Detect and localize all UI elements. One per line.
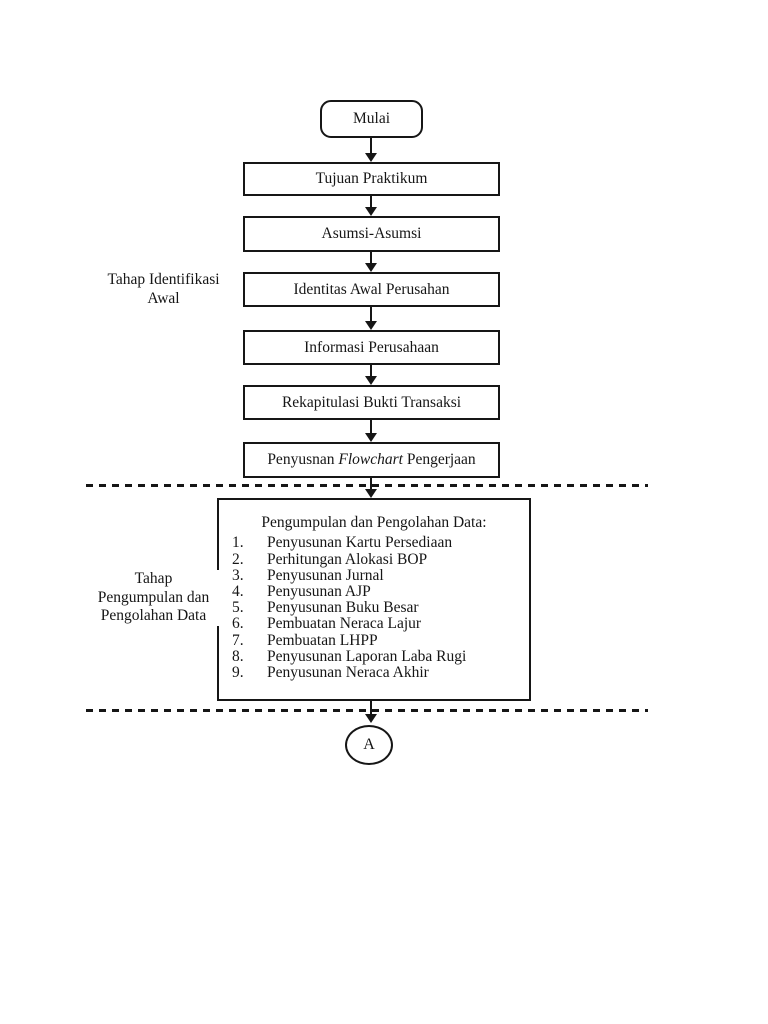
list-item-text: Perhitungan Alokasi BOP (267, 550, 428, 568)
list-item: 8. Penyusunan Laporan Laba Rugi (232, 647, 529, 665)
list-item-number: 4. (232, 582, 244, 600)
list-item-text: Penyusunan Buku Besar (267, 599, 419, 617)
list-item-text: Pembuatan LHPP (267, 631, 378, 649)
arrow-down-icon (365, 376, 377, 385)
list-item-text: Penyusunan Laporan Laba Rugi (267, 647, 467, 665)
arrow-down-icon (365, 207, 377, 216)
group-title: Pengumpulan dan Pengolahan Data: (261, 514, 487, 531)
list-item-text: Penyusunan Kartu Persediaan (267, 534, 453, 552)
list-item-text: Penyusunan AJP (267, 582, 371, 600)
stage-label-line: Pengolahan Data (100, 607, 207, 624)
flow-step-identitas: Identitas Awal Perusahan (243, 272, 500, 307)
list-item-text: Pembuatan Neraca Lajur (267, 615, 422, 633)
flow-step-informasi: Informasi Perusahaan (243, 330, 500, 365)
list-item-number: 5. (232, 599, 244, 617)
flow-connector-line (370, 307, 372, 322)
step-label-suffix: Pengerjaan (402, 451, 476, 468)
list-item-number: 8. (232, 647, 244, 665)
stage-label-identifikasi-awal: Tahap Identifikasi Awal (86, 271, 241, 308)
stage-label-pengumpulan-pengolahan: Tahap Pengumpulan dan Pengolahan Data (76, 570, 231, 626)
arrow-down-icon (365, 153, 377, 162)
stage-separator-dashed-line (86, 484, 648, 487)
step-label-prefix: Penyusnan (267, 451, 339, 468)
group-item-list: 1. Penyusunan Kartu Persediaan 2. Perhit… (219, 535, 529, 681)
arrow-down-icon (365, 263, 377, 272)
flow-connector-line (370, 138, 372, 154)
flow-step-tujuan-praktikum: Tujuan Praktikum (243, 162, 500, 196)
flow-connector-line (370, 420, 372, 434)
flow-step-penyusunan-flowchart: Penyusnan Flowchart Pengerjaan (243, 442, 500, 478)
flow-step-asumsi: Asumsi-Asumsi (243, 216, 500, 252)
arrow-down-icon (365, 489, 377, 498)
list-item-number: 3. (232, 566, 244, 584)
arrow-down-icon (365, 433, 377, 442)
flow-group-pengumpulan-pengolahan-data: Pengumpulan dan Pengolahan Data: 1. Peny… (217, 498, 531, 701)
list-item: 1. Penyusunan Kartu Persediaan (232, 535, 529, 551)
list-item: 4. Penyusunan AJP (232, 582, 529, 600)
list-item-number: 2. (232, 550, 244, 568)
list-item-number: 1. (232, 534, 244, 552)
flow-offpage-connector-a: A (345, 725, 393, 765)
flow-connector-line (370, 701, 372, 715)
list-item: 7. Pembuatan LHPP (232, 631, 529, 649)
step-label-italic: Flowchart (338, 451, 403, 468)
flow-connector-line (370, 365, 372, 377)
list-item: 5. Penyusunan Buku Besar (232, 599, 529, 617)
list-item: 3. Penyusunan Jurnal (232, 566, 529, 584)
list-item-number: 6. (232, 615, 244, 633)
list-item-number: 7. (232, 631, 244, 649)
arrow-down-icon (365, 321, 377, 330)
flow-step-rekapitulasi: Rekapitulasi Bukti Transaksi (243, 385, 500, 420)
flow-connector-line (370, 252, 372, 264)
stage-label-line: Pengumpulan dan (97, 588, 210, 606)
stage-label-line: Tahap Identifikasi (107, 271, 220, 288)
list-item-number: 9. (232, 663, 244, 681)
list-item: 2. Perhitungan Alokasi BOP (232, 550, 529, 568)
arrow-down-icon (365, 714, 377, 723)
list-item-text: Penyusunan Neraca Akhir (267, 663, 429, 681)
stage-separator-dashed-line (86, 709, 648, 712)
flow-terminator-start: Mulai (320, 100, 423, 138)
list-item: 9. Penyusunan Neraca Akhir (232, 663, 529, 681)
stage-label-line: Tahap (134, 570, 173, 587)
stage-label-line: Awal (147, 289, 180, 307)
list-item: 6. Pembuatan Neraca Lajur (232, 616, 529, 632)
flow-connector-line (370, 196, 372, 208)
list-item-text: Penyusunan Jurnal (267, 566, 384, 584)
